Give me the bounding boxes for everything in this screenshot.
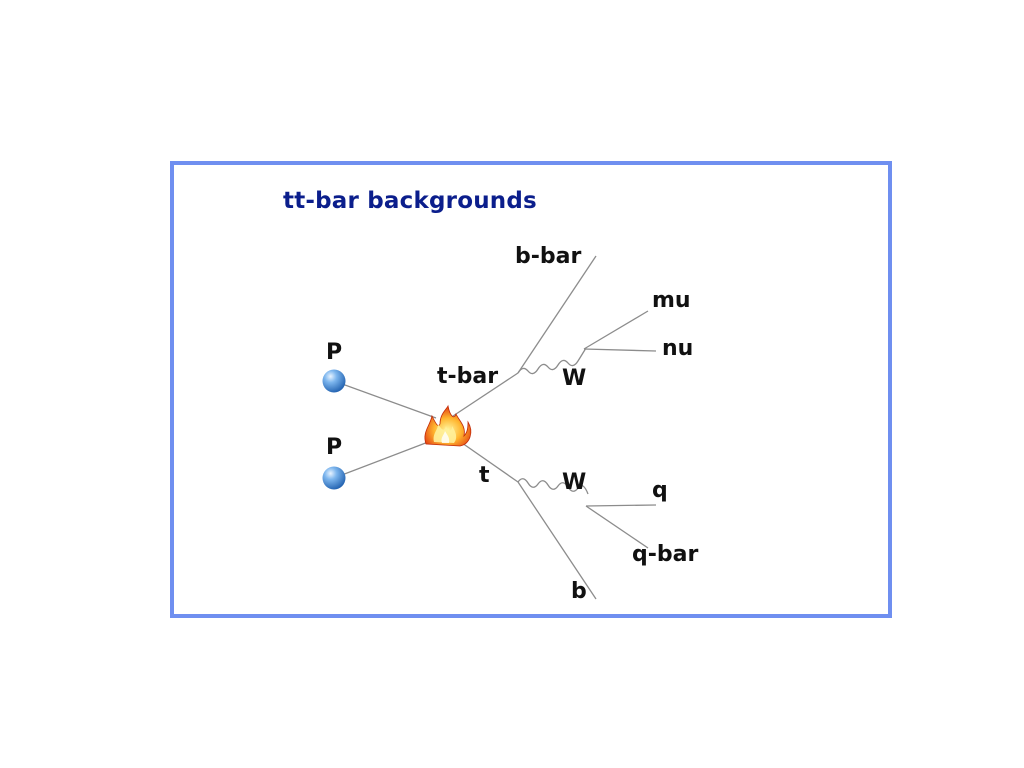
b-line bbox=[517, 481, 597, 600]
beam-line-bottom bbox=[333, 438, 437, 479]
label-b-bar: b-bar bbox=[515, 244, 582, 269]
nu-line bbox=[583, 348, 657, 352]
q-bar-line bbox=[585, 505, 649, 549]
w-boson-top-line bbox=[517, 347, 587, 375]
w-boson-bottom-line bbox=[517, 478, 589, 495]
label-nu: nu bbox=[662, 336, 694, 361]
diagram-title: tt-bar backgrounds bbox=[283, 188, 537, 214]
beam-line-top bbox=[333, 380, 437, 419]
label-t: t bbox=[479, 463, 490, 488]
label-mu: mu bbox=[652, 288, 691, 313]
fire-icon bbox=[424, 404, 472, 447]
proton-bottom-icon bbox=[322, 466, 346, 490]
label-q: q bbox=[652, 478, 668, 503]
label-t-bar: t-bar bbox=[437, 364, 499, 389]
label-q-bar: q-bar bbox=[632, 542, 699, 567]
q-line bbox=[585, 504, 657, 507]
label-w-bottom: W bbox=[562, 470, 587, 495]
label-proton-top: P bbox=[326, 340, 343, 365]
t-bar-line bbox=[449, 372, 519, 419]
proton-top-icon bbox=[322, 369, 346, 393]
label-proton-bottom: P bbox=[326, 435, 343, 460]
mu-line bbox=[583, 310, 649, 350]
label-b: b bbox=[571, 579, 587, 604]
diagram-frame bbox=[170, 161, 892, 618]
b-bar-line bbox=[517, 255, 597, 374]
label-w-top: W bbox=[562, 366, 587, 391]
